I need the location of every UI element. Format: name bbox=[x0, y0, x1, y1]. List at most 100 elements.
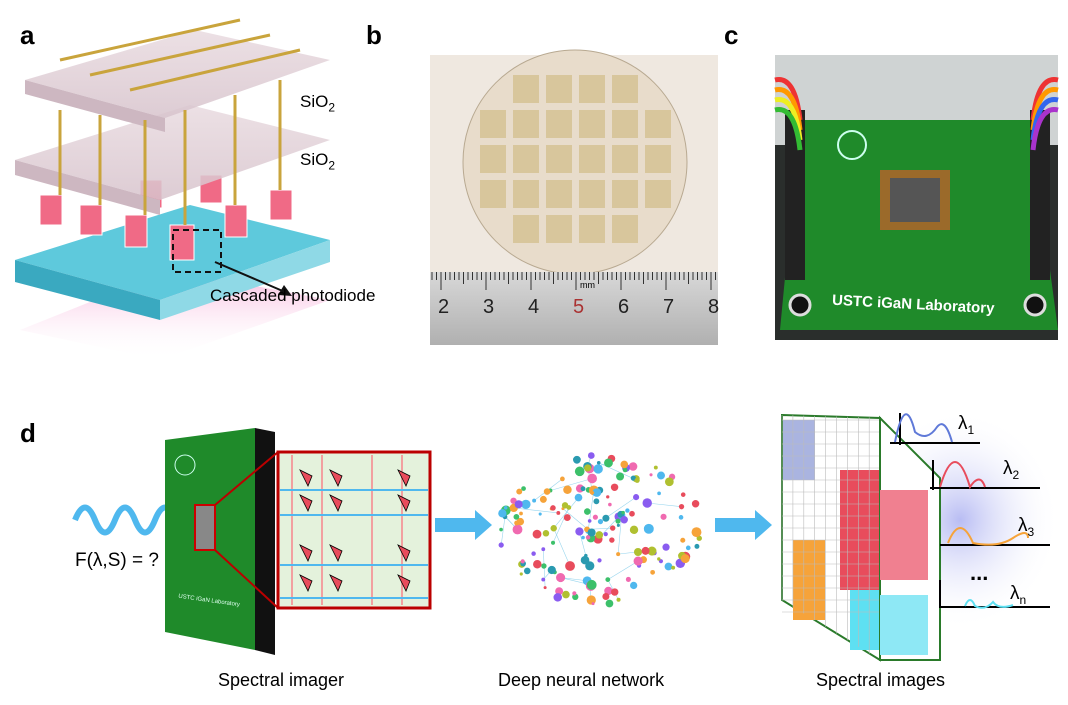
network-node bbox=[574, 493, 583, 502]
panel-label-c: c bbox=[724, 20, 739, 50]
photodiode-symbol bbox=[397, 469, 411, 487]
network-node bbox=[615, 518, 621, 524]
network-node bbox=[591, 602, 595, 606]
network-node bbox=[512, 524, 523, 535]
network-node bbox=[602, 592, 610, 600]
ruler-number: 5 bbox=[573, 296, 585, 318]
network-node bbox=[538, 512, 542, 516]
network-node bbox=[657, 491, 661, 496]
network-node bbox=[563, 485, 572, 495]
neural-network-brain bbox=[498, 452, 702, 608]
wafer-die bbox=[645, 180, 671, 208]
wafer-die bbox=[579, 180, 605, 208]
callout-label: Cascaded photodiode bbox=[210, 286, 376, 305]
network-node bbox=[630, 475, 636, 481]
network-node bbox=[685, 545, 691, 551]
network-node bbox=[694, 543, 700, 549]
network-node bbox=[591, 491, 595, 495]
network-node bbox=[541, 577, 546, 582]
network-node bbox=[587, 473, 598, 484]
network-node bbox=[556, 572, 566, 583]
network-node bbox=[603, 531, 608, 537]
network-node bbox=[616, 552, 621, 557]
network-node bbox=[543, 586, 547, 590]
network-node bbox=[593, 464, 603, 474]
network-node bbox=[581, 535, 585, 540]
spectra-ellipsis: ... bbox=[970, 560, 989, 585]
ruler bbox=[430, 272, 718, 345]
network-node bbox=[541, 563, 547, 569]
panel-label-b: b bbox=[366, 20, 382, 50]
wafer-die bbox=[612, 180, 638, 208]
network-node bbox=[521, 499, 531, 510]
arrow-to-images bbox=[715, 510, 772, 540]
wafer-die bbox=[513, 145, 539, 173]
network-node bbox=[586, 579, 597, 590]
wafer-die bbox=[612, 215, 638, 243]
network-node bbox=[616, 523, 620, 527]
network-node bbox=[633, 548, 643, 557]
chip-board-photo bbox=[774, 55, 1059, 340]
network-node bbox=[620, 460, 629, 469]
wafer-photo bbox=[430, 49, 718, 345]
network-node bbox=[532, 498, 537, 503]
network-node bbox=[628, 462, 638, 471]
panel-label-d: d bbox=[20, 418, 36, 448]
network-node bbox=[606, 495, 610, 499]
network-node bbox=[593, 498, 600, 505]
network-node bbox=[625, 508, 630, 513]
network-node bbox=[680, 554, 690, 564]
network-node bbox=[642, 498, 652, 508]
photodiode-symbol bbox=[299, 574, 313, 592]
network-node bbox=[516, 488, 523, 495]
network-node bbox=[580, 555, 590, 565]
wafer-die bbox=[579, 215, 605, 243]
network-node bbox=[542, 530, 550, 537]
network-node bbox=[498, 509, 507, 518]
network-node bbox=[574, 466, 585, 477]
network-node bbox=[653, 465, 658, 470]
network-node bbox=[647, 546, 657, 556]
network-node bbox=[556, 511, 561, 515]
ruler-number: 6 bbox=[618, 296, 630, 318]
network-node bbox=[657, 471, 665, 480]
network-node bbox=[680, 537, 686, 543]
network-node bbox=[664, 477, 674, 487]
network-node bbox=[553, 593, 562, 602]
network-node bbox=[605, 577, 611, 582]
network-node bbox=[664, 562, 673, 571]
network-node bbox=[584, 508, 591, 515]
network-node bbox=[629, 510, 635, 517]
photodiode-symbol bbox=[299, 494, 313, 512]
photodiode-symbol bbox=[397, 574, 411, 592]
network-node bbox=[596, 460, 601, 465]
wafer-die bbox=[579, 75, 605, 103]
lambda-1: λ1 bbox=[958, 413, 975, 437]
spectral-imager-board bbox=[165, 428, 275, 655]
network-node bbox=[629, 525, 639, 535]
wafer-die bbox=[612, 75, 638, 103]
network-node bbox=[519, 511, 523, 516]
network-node bbox=[514, 520, 520, 526]
network-node bbox=[604, 458, 613, 468]
network-node bbox=[609, 525, 616, 531]
spectral-image-cube bbox=[781, 410, 1060, 662]
spectra bbox=[890, 413, 1050, 609]
network-node bbox=[521, 486, 526, 491]
photodiode-symbol bbox=[397, 494, 411, 512]
network-node bbox=[630, 581, 638, 590]
network-node bbox=[533, 559, 542, 569]
network-node bbox=[650, 569, 656, 575]
network-node bbox=[547, 565, 556, 575]
network-node bbox=[562, 590, 570, 599]
network-node bbox=[519, 572, 523, 576]
network-node bbox=[580, 486, 586, 492]
network-node bbox=[503, 505, 508, 510]
network-node bbox=[602, 514, 610, 522]
lambda-3: λ3 bbox=[1018, 515, 1035, 539]
network-node bbox=[573, 455, 581, 464]
network-node bbox=[560, 476, 565, 482]
network-node bbox=[551, 540, 556, 545]
network-node bbox=[541, 547, 546, 552]
